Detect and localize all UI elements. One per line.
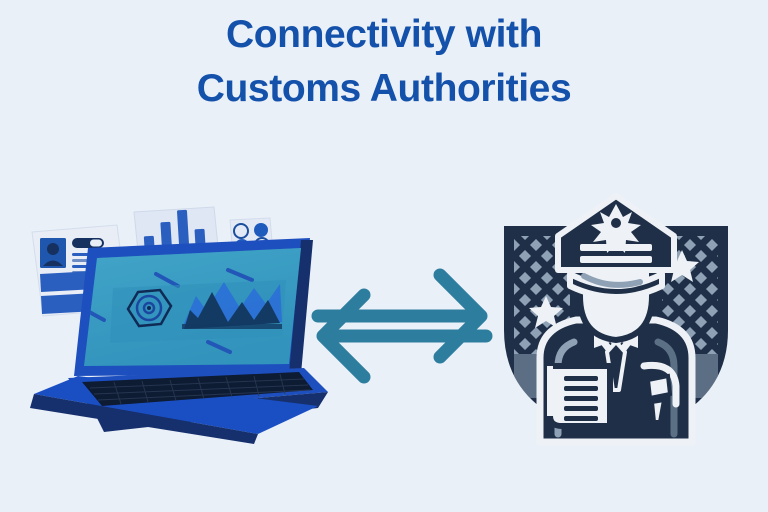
customs-officer-badge: [492, 190, 740, 446]
cap-brim-highlight: [581, 273, 643, 288]
page-title-line-1: Connectivity with: [225, 13, 543, 56]
officer-collar: [594, 330, 638, 348]
laptop-with-dashboard: [18, 196, 338, 446]
officer-face: [577, 261, 655, 344]
bidirectional-exchange-arrows: [311, 264, 493, 384]
mountain-chart: [182, 282, 282, 329]
flag-star-left: [529, 296, 563, 328]
accent-dash-top-right: [226, 268, 254, 282]
flag-star-right: [665, 250, 699, 282]
hexagon-target-icon: [126, 288, 173, 328]
cap-emblem: [591, 204, 641, 253]
laptop-base: [30, 368, 328, 444]
stamp-tool: [640, 361, 680, 424]
document-lines: [564, 376, 598, 421]
arm-seam-right: [654, 338, 678, 438]
accent-dash-bottom: [206, 340, 232, 354]
arrow-right-head: [433, 268, 488, 364]
arrow-left-head: [316, 288, 371, 384]
document-scroll: [547, 363, 613, 429]
officer-cap: [555, 193, 677, 300]
accent-dash-top-left: [154, 272, 180, 288]
laptop-screen-content: [84, 248, 301, 366]
laptop-lid: [74, 238, 313, 376]
page-title: Connectivity with Customs Authorities: [0, 8, 768, 116]
page-title-line-2: Customs Authorities: [196, 67, 572, 110]
officer-figure: [536, 193, 696, 446]
